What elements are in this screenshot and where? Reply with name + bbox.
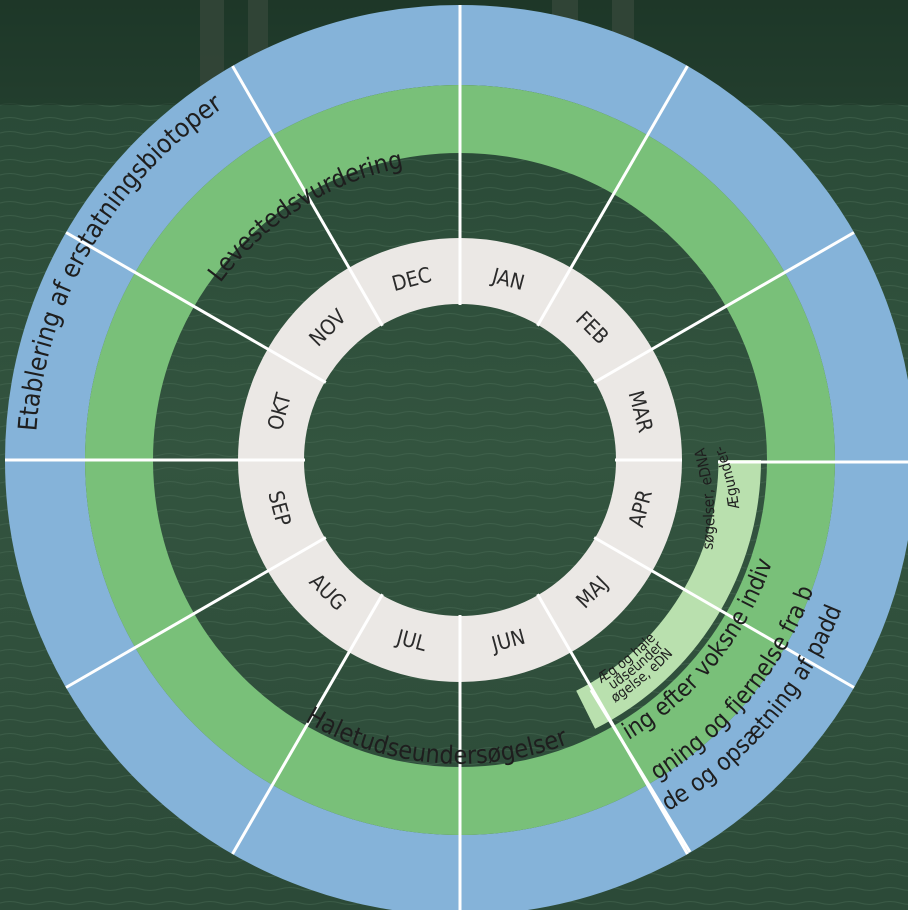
outer-divider-jun bbox=[589, 689, 692, 853]
activity-dividers bbox=[589, 460, 908, 853]
divider-spoke-11 bbox=[231, 65, 384, 327]
inner-band bbox=[576, 460, 761, 729]
month-dividers bbox=[5, 5, 855, 910]
divider-spoke-2 bbox=[593, 231, 855, 384]
divider-spoke-10 bbox=[65, 231, 327, 384]
divider-spoke-7 bbox=[231, 593, 384, 855]
divider-spoke-8 bbox=[65, 536, 327, 689]
divider-spoke-4 bbox=[593, 536, 855, 689]
divider-spoke-1 bbox=[536, 65, 689, 327]
